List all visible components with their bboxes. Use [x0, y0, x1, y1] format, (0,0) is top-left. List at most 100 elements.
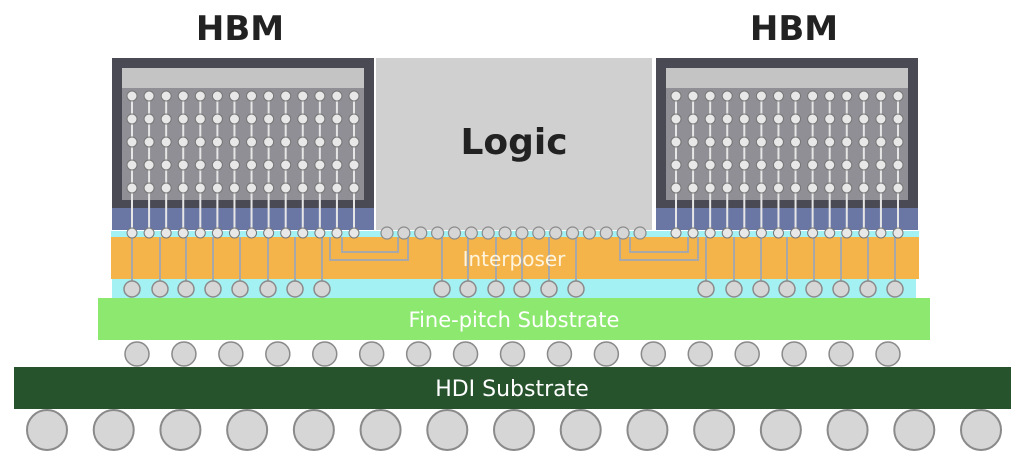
hbm-microbump: [331, 159, 343, 171]
hbm-microbump: [246, 90, 258, 102]
bga-ball: [92, 409, 135, 451]
hbm-microbump: [704, 136, 716, 148]
hbm-microbump: [875, 113, 887, 125]
hbm-stack-left: [112, 58, 374, 239]
hbm-microbump: [892, 90, 904, 102]
logic-micro-bump: [380, 226, 394, 240]
hbm-base-bump: [211, 227, 223, 239]
hbm-microbump: [841, 113, 853, 125]
hbm-microbump: [807, 159, 819, 171]
interposer-bump: [433, 280, 451, 298]
hbm-base-bump: [755, 227, 767, 239]
hbm-microbump: [704, 182, 716, 194]
hbm-microbump: [280, 182, 292, 194]
hbm-microbump: [177, 136, 189, 148]
hbm-microbump: [807, 113, 819, 125]
hbm-microbump: [177, 90, 189, 102]
hbm-base-bump: [858, 227, 870, 239]
hbm-base-bump: [875, 227, 887, 239]
c4-bump: [781, 341, 807, 367]
hbm-microbump: [755, 113, 767, 125]
hbm-microbump: [348, 90, 360, 102]
interposer-bump: [886, 280, 904, 298]
hbm-microbump: [755, 136, 767, 148]
hbm-microbump: [738, 136, 750, 148]
hbm-microbump: [790, 159, 802, 171]
interposer-bump: [859, 280, 877, 298]
hbm-microbump: [263, 159, 275, 171]
hbm-microbump: [738, 159, 750, 171]
hbm-microbump: [331, 182, 343, 194]
hbm-microbump: [841, 182, 853, 194]
hbm-base-bump: [824, 227, 836, 239]
hbm-microbump: [194, 136, 206, 148]
hbm-microbump: [704, 159, 716, 171]
logic-micro-bump: [633, 226, 647, 240]
bga-ball: [493, 409, 535, 451]
interposer-bump: [832, 280, 850, 298]
hbm-base-bump: [721, 227, 733, 239]
interposer-bump: [123, 280, 141, 298]
hbm-base-bump: [194, 227, 206, 239]
c4-bump: [875, 341, 901, 367]
hbm-microbump: [721, 113, 733, 125]
hbm-microbump: [348, 159, 360, 171]
bga-ball: [893, 409, 936, 451]
hbm-microbump: [721, 136, 733, 148]
hbm-microbump: [687, 90, 699, 102]
logic-label: Logic: [460, 122, 567, 163]
bga-ball: [960, 409, 1002, 451]
hbm-base-die: [112, 208, 374, 230]
hbm-microbump: [331, 136, 343, 148]
hbm-microbump: [824, 159, 836, 171]
hbm-microbump: [228, 113, 240, 125]
hbm-microbump: [841, 159, 853, 171]
c4-bump: [452, 341, 479, 367]
hbm-microbump: [228, 90, 240, 102]
interposer-bump: [151, 280, 169, 298]
hbm-base-bump: [687, 227, 699, 239]
hbm-base-bump: [177, 227, 189, 239]
hbm-microbump: [875, 136, 887, 148]
hbm-dram-dies: [122, 68, 364, 200]
c4-bump: [265, 341, 291, 367]
interposer-bump: [487, 280, 505, 298]
hbm-microbump: [824, 182, 836, 194]
hbm-base-bump: [348, 227, 360, 239]
interposer-bump: [204, 280, 222, 298]
logic-micro-bump: [481, 226, 495, 240]
c4-bump: [546, 341, 573, 367]
hbm-microbump: [807, 90, 819, 102]
interposer-bump: [725, 280, 743, 298]
hbm-microbump: [687, 113, 699, 125]
hbm-microbump: [331, 90, 343, 102]
hbm-microbump: [194, 90, 206, 102]
c4-bump: [499, 341, 526, 367]
hbm-microbump: [194, 159, 206, 171]
hbm-base-bump: [314, 227, 326, 239]
hbm-base-bump: [892, 227, 904, 239]
hbm-top-die: [666, 68, 908, 88]
hbm-microbump: [246, 136, 258, 148]
hbm-microbump: [297, 113, 309, 125]
hbm-microbump: [177, 159, 189, 171]
hbm-base-bump: [280, 227, 292, 239]
hbm-microbump: [772, 182, 784, 194]
logic-micro-bump: [447, 226, 462, 240]
bga-ball: [626, 409, 669, 451]
bga-ball: [292, 409, 335, 451]
c4-bump: [124, 341, 150, 367]
hbm-microbump: [738, 90, 750, 102]
hbm-microbump: [687, 136, 699, 148]
hbm-microbump: [211, 113, 223, 125]
hbm-microbump: [875, 182, 887, 194]
logic-micro-bumps: [380, 226, 647, 240]
hbm-microbump: [297, 90, 309, 102]
hbm-microbump: [263, 90, 275, 102]
c4-bump: [358, 341, 385, 367]
hbm-microbump: [194, 182, 206, 194]
interposer-bump: [459, 280, 477, 298]
hbm-microbump: [858, 90, 870, 102]
bga-ball: [826, 409, 869, 451]
hbm-base-bump: [143, 227, 155, 239]
